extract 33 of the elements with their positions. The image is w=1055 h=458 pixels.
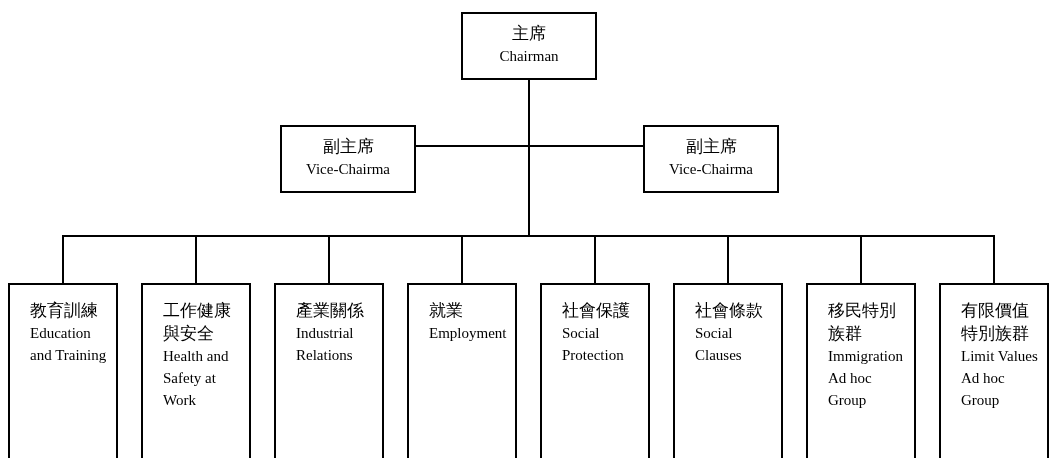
english-label: Health and Safety at Work — [163, 347, 230, 410]
committee-box — [673, 283, 783, 458]
chinese-label: 社會條款 — [695, 300, 764, 322]
committee-box — [141, 283, 251, 458]
vice-chair-box — [643, 125, 779, 193]
chinese-label: 副主席 — [684, 136, 738, 158]
vice-chair-box — [280, 125, 416, 193]
chinese-label: 副主席 — [321, 136, 375, 158]
committee-box — [274, 283, 384, 458]
chinese-label: 移民特別族群 — [828, 300, 897, 345]
english-label: Vice-Chairma — [304, 160, 392, 179]
committee-box — [407, 283, 517, 458]
english-label: Immigration Ad hoc Group — [828, 347, 904, 410]
committee-box — [540, 283, 650, 458]
english-label: Education and Training — [30, 324, 108, 365]
english-label: Vice-Chairma — [667, 160, 755, 179]
english-label: Social Protection — [562, 324, 625, 365]
chairman-box — [461, 12, 597, 80]
english-label: Social Clauses — [695, 324, 743, 365]
committee-box — [939, 283, 1049, 458]
chinese-label: 社會保護 — [562, 300, 631, 322]
committee-box — [8, 283, 118, 458]
english-label: Industrial Relations — [296, 324, 355, 365]
english-label: Chairman — [498, 47, 560, 66]
committee-box — [806, 283, 916, 458]
chinese-label: 教育訓練 — [30, 300, 99, 322]
english-label: Employment — [429, 324, 508, 343]
chinese-label: 產業關係 — [296, 300, 365, 322]
chinese-label: 有限價值特別族群 — [961, 300, 1030, 345]
chinese-label: 就業 — [429, 300, 464, 322]
chinese-label: 主席 — [511, 23, 547, 45]
english-label: Limit Values Ad hoc Group — [961, 347, 1039, 410]
chinese-label: 工作健康與安全 — [163, 300, 232, 345]
